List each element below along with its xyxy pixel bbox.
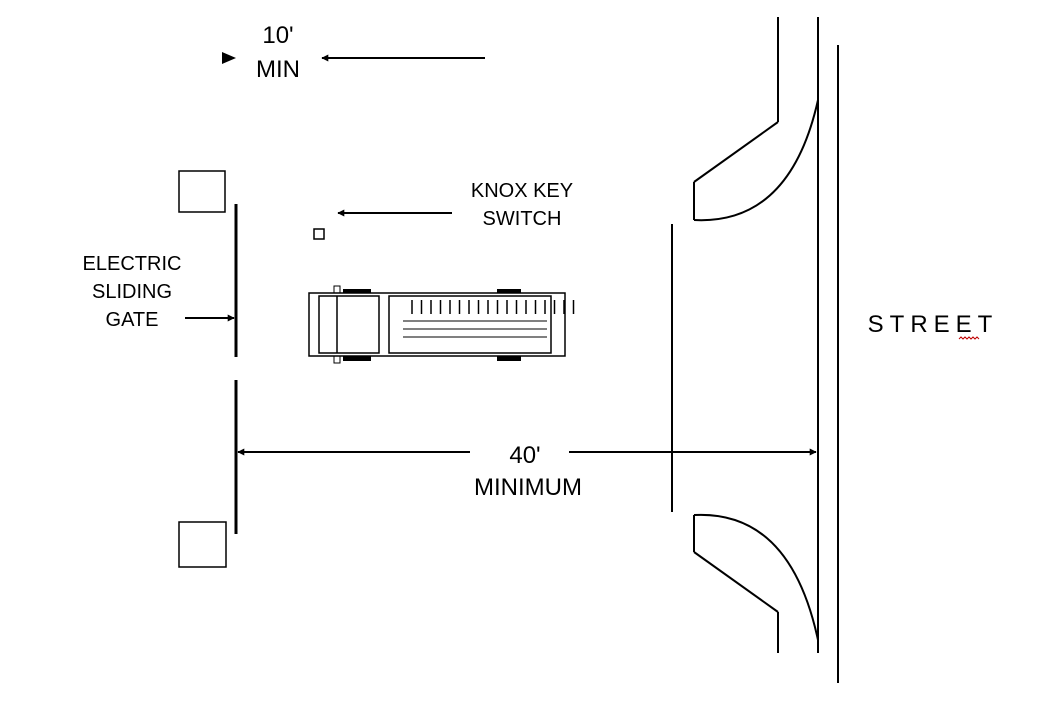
forty-foot-value: 40' bbox=[509, 442, 541, 469]
truck-body-outline bbox=[308, 292, 566, 357]
spellcheck-squiggle bbox=[958, 336, 980, 340]
gate-label-line2: SLIDING bbox=[91, 281, 173, 303]
driveway-apron-top bbox=[693, 17, 819, 222]
forty-foot-unit: MINIMUM bbox=[474, 474, 582, 501]
ten-foot-unit: MIN bbox=[256, 56, 300, 83]
driveway-apron-bottom bbox=[693, 513, 819, 653]
truck-wheel bbox=[497, 289, 521, 294]
truck-wheel bbox=[343, 355, 371, 361]
gate-label-line1: ELECTRIC bbox=[82, 253, 182, 275]
knox-key-label-line1: KNOX KEY bbox=[470, 180, 574, 202]
ten-foot-value: 10' bbox=[262, 22, 294, 49]
knox-key-switch-box bbox=[313, 228, 325, 240]
fire-truck bbox=[308, 285, 575, 364]
knox-key-label-line2: SWITCH bbox=[482, 208, 562, 230]
truck-wheel bbox=[497, 355, 521, 361]
ladder-rungs bbox=[411, 300, 575, 314]
gate-post-top bbox=[178, 170, 226, 213]
truck-mirror bbox=[333, 355, 341, 364]
truck-bed bbox=[388, 295, 552, 354]
ten-foot-dimension bbox=[222, 52, 485, 64]
truck-cab bbox=[318, 295, 380, 354]
truck-mirror bbox=[333, 285, 341, 294]
truck-wheel bbox=[343, 289, 371, 294]
street-label: STREET bbox=[867, 311, 999, 338]
gate-post-bottom bbox=[178, 521, 227, 568]
left-arrowhead-icon bbox=[222, 52, 236, 64]
gate-label-line3: GATE bbox=[105, 309, 159, 331]
